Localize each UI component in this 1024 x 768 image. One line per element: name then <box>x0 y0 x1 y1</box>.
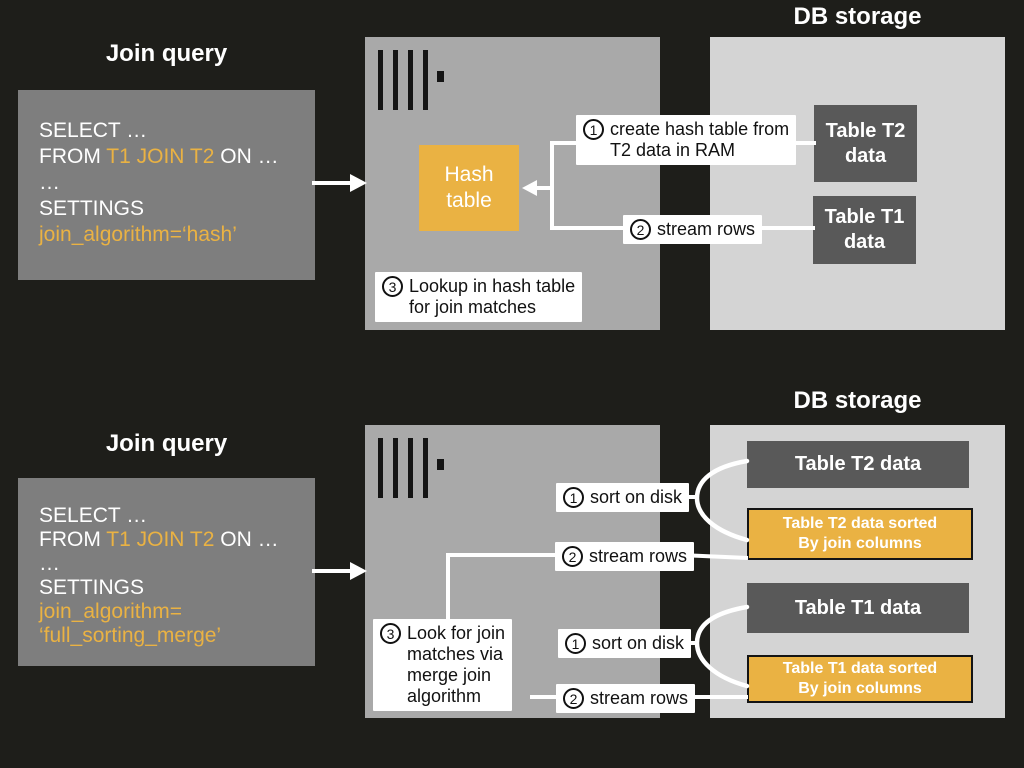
sql-line: SETTINGS <box>39 576 145 599</box>
sql-query-box: SELECT … FROM T1 JOIN T2 ON … … SETTINGS… <box>18 90 315 280</box>
join-query-heading: Join query <box>105 430 228 457</box>
db-storage-title: DB storage <box>793 387 922 414</box>
circled-number: 2 <box>562 546 583 567</box>
step-label-stream-rows-t2: 2 stream rows <box>555 542 695 571</box>
table-t1-data-box: Table T1 data <box>747 583 969 633</box>
db-storage-box: Table T2 data Table T1 data <box>710 37 1005 330</box>
table-t2-data-box: Table T2 data <box>814 105 917 182</box>
step-label-stream-rows: 2 stream rows <box>623 215 763 244</box>
circled-number: 2 <box>563 688 584 709</box>
sql-query-box: SELECT … FROM T1 JOIN T2 ON … … SETTINGS… <box>18 478 315 666</box>
sql-join-tables: T1 JOIN T2 <box>106 528 215 551</box>
circled-number: 1 <box>583 119 604 140</box>
bracket-create-stream <box>550 141 630 230</box>
join-query-heading: Join query <box>105 40 228 67</box>
table-t2-sorted-box: Table T2 data sorted By join columns <box>747 508 973 560</box>
arrowhead-query-to-server-top <box>350 174 367 192</box>
db-storage-title: DB storage <box>793 3 922 30</box>
curve-sort-t1 <box>694 604 750 689</box>
circled-number: 3 <box>380 623 401 644</box>
clickhouse-logo-icon <box>378 438 445 498</box>
sql-line: … <box>39 171 60 194</box>
table-t1-data-box: Table T1 data <box>813 196 916 264</box>
sql-line: … <box>39 552 60 575</box>
sql-join-algorithm-setting: join_algorithm=‘hash’ <box>39 223 237 246</box>
circled-number: 2 <box>630 219 651 240</box>
arrowhead-to-hash-table <box>522 180 537 196</box>
step-label-sort-on-disk-t2: 1 sort on disk <box>556 483 690 512</box>
curve-sort-t2 <box>694 458 750 543</box>
sql-line: SETTINGS <box>39 197 145 220</box>
circled-number: 1 <box>565 633 586 654</box>
sql-line: SELECT … <box>39 119 148 142</box>
arrowhead-query-to-server-bottom <box>350 562 367 580</box>
hash-table-box: Hash table <box>419 145 519 231</box>
sql-join-tables: T1 JOIN T2 <box>106 145 215 168</box>
circled-number: 3 <box>382 276 403 297</box>
sql-line: FROM T1 JOIN T2 ON … <box>39 528 279 551</box>
elbow-stream-t2-to-step3 <box>446 553 565 622</box>
sql-join-algorithm-setting: join_algorithm= <box>39 600 183 623</box>
sql-line: FROM T1 JOIN T2 ON … <box>39 145 279 168</box>
step-label-stream-rows-t1: 2 stream rows <box>556 684 696 713</box>
sql-join-algorithm-value: ‘full_sorting_merge’ <box>39 624 222 647</box>
table-t2-data-box: Table T2 data <box>747 441 969 488</box>
clickhouse-logo-icon <box>378 50 445 110</box>
step-label-sort-on-disk-t1: 1 sort on disk <box>558 629 692 658</box>
db-storage-box: Table T2 data Table T2 data sorted By jo… <box>710 425 1005 718</box>
circled-number: 1 <box>563 487 584 508</box>
step-label-look-for-join-matches: 3 Look for join matches via merge join a… <box>373 619 513 711</box>
table-t1-sorted-box: Table T1 data sorted By join columns <box>747 655 973 703</box>
step-label-create-hash-table: 1 create hash table from T2 data in RAM <box>576 115 797 165</box>
sql-line: SELECT … <box>39 504 148 527</box>
step-label-lookup-hash-table: 3 Lookup in hash table for join matches <box>375 272 583 322</box>
